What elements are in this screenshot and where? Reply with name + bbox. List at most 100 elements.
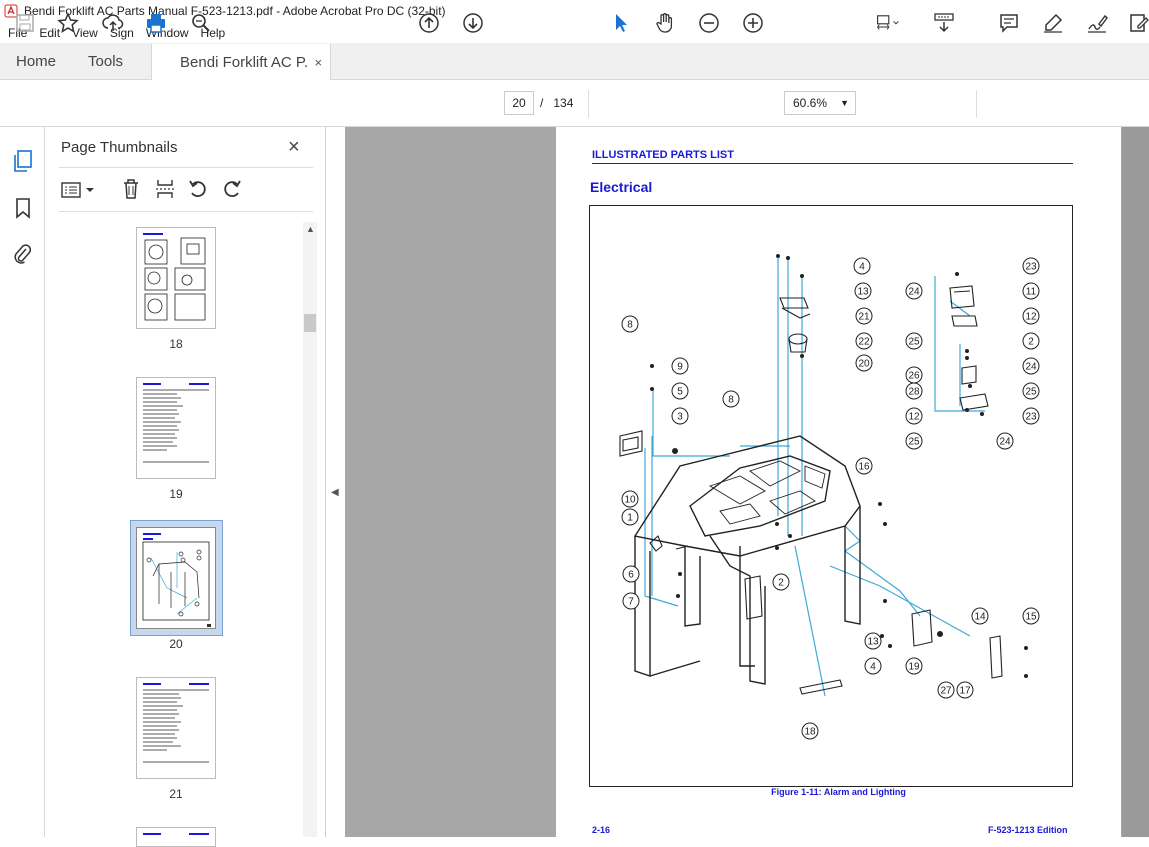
zoom-out-icon[interactable] — [697, 11, 721, 35]
rotate-left-icon[interactable] — [187, 178, 209, 205]
callout-number: 6 — [628, 570, 634, 581]
thumbnail-image — [143, 383, 209, 463]
thumbnails-scrollbar[interactable]: ▲ — [303, 222, 317, 837]
edit-pdf-icon[interactable] — [1127, 11, 1149, 35]
callout-circle — [937, 681, 955, 699]
callout-10: 10 — [621, 490, 639, 508]
callout-13: 13 — [854, 282, 872, 300]
callout-20: 20 — [855, 354, 873, 372]
upload-icon[interactable] — [101, 11, 125, 35]
thumbnail-page-19[interactable] — [136, 377, 216, 479]
page-down-icon[interactable] — [461, 11, 485, 35]
menu-edit[interactable]: Edit — [39, 25, 61, 40]
page-up-icon[interactable] — [417, 11, 441, 35]
close-icon[interactable]: × — [288, 136, 300, 158]
callout-13: 13 — [864, 632, 882, 650]
delete-icon[interactable] — [121, 178, 141, 205]
tab-document[interactable]: Bendi Forklift AC P... × — [151, 44, 332, 80]
callout-27: 27 — [937, 681, 955, 699]
scrollbar-thumb[interactable] — [304, 314, 316, 332]
callout-number: 15 — [1025, 612, 1037, 623]
callout-25: 25 — [905, 432, 923, 450]
page-number-input[interactable]: 20 — [504, 91, 534, 115]
callout-circle — [622, 565, 640, 583]
callout-number: 8 — [627, 320, 633, 331]
options-menu-icon[interactable] — [61, 180, 97, 205]
callout-24: 24 — [996, 432, 1014, 450]
panel-splitter[interactable]: ◀ — [325, 127, 345, 837]
callout-circle — [1022, 332, 1040, 350]
tab-close-icon[interactable]: × — [314, 54, 323, 70]
zoom-in-icon[interactable] — [741, 11, 765, 35]
callout-18: 18 — [801, 722, 819, 740]
tab-tools[interactable]: Tools — [88, 52, 124, 70]
bookmark-icon[interactable] — [14, 197, 32, 224]
comment-icon[interactable] — [997, 11, 1021, 35]
thumbnail-page-20[interactable] — [136, 527, 216, 629]
callout-number: 26 — [908, 371, 920, 382]
sign-icon[interactable] — [1085, 11, 1109, 35]
callout-circle — [621, 490, 639, 508]
callout-circle — [1022, 607, 1040, 625]
toolbar-divider — [588, 90, 589, 118]
document-viewer[interactable]: ILLUSTRATED PARTS LIST Electrical — [345, 127, 1149, 837]
callout-number: 7 — [628, 597, 634, 608]
select-arrow-icon[interactable] — [609, 11, 633, 35]
chevron-down-icon: ▼ — [840, 98, 849, 108]
thumbnail-label: 18 — [169, 337, 183, 351]
callout-24: 24 — [905, 282, 923, 300]
callout-number: 18 — [804, 727, 816, 738]
save-icon[interactable] — [13, 11, 37, 35]
thumbnail-page-next[interactable] — [136, 827, 216, 847]
callout-24: 24 — [1022, 357, 1040, 375]
attachment-icon[interactable] — [12, 241, 32, 270]
callout-circle — [854, 282, 872, 300]
scroll-up-icon[interactable]: ▲ — [306, 224, 315, 234]
tab-home[interactable]: Home — [16, 52, 57, 70]
toolbar-divider — [976, 90, 977, 118]
callout-circle — [722, 390, 740, 408]
highlight-icon[interactable] — [1041, 11, 1065, 35]
menu-view[interactable]: View — [72, 25, 98, 40]
callout-number: 17 — [959, 686, 971, 697]
rotate-right-icon[interactable] — [221, 178, 243, 205]
callout-circle — [621, 315, 639, 333]
extract-pages-icon[interactable] — [154, 178, 176, 205]
menu-sign[interactable]: Sign — [109, 25, 134, 40]
print-icon[interactable] — [144, 11, 168, 35]
title-bar: Bendi Forklift AC Parts Manual F-523-121… — [0, 0, 1149, 22]
tab-bar: Home Tools Bendi Forklift AC P... × — [0, 43, 1149, 80]
callout-circle — [905, 407, 923, 425]
zoom-select[interactable]: 60.6% ▼ — [784, 91, 856, 115]
callout-2: 2 — [772, 573, 790, 591]
scroll-mode-icon[interactable] — [932, 11, 956, 35]
thumbnail-page-21[interactable] — [136, 677, 216, 779]
callout-number: 12 — [908, 412, 920, 423]
menu-file[interactable]: File — [8, 25, 28, 40]
panel-divider — [59, 167, 313, 168]
callout-19: 19 — [905, 657, 923, 675]
callout-25: 25 — [1022, 382, 1040, 400]
callout-12: 12 — [1022, 307, 1040, 325]
star-icon[interactable] — [56, 11, 80, 35]
page-thumbnails-icon[interactable] — [12, 149, 34, 178]
thumbnail-page-18[interactable] — [136, 227, 216, 329]
thumbnail-label: 21 — [169, 787, 183, 801]
menu-bar: File Edit View Sign Window Help — [0, 22, 1149, 43]
callout-circle — [1022, 257, 1040, 275]
callout-circle — [1022, 307, 1040, 325]
collapse-panel-icon[interactable]: ◀ — [331, 487, 339, 498]
hand-icon[interactable] — [653, 11, 677, 35]
callout-circle — [905, 657, 923, 675]
callout-circle — [855, 354, 873, 372]
callout-number: 24 — [999, 437, 1011, 448]
callout-number: 24 — [908, 287, 920, 298]
find-icon[interactable] — [189, 11, 213, 35]
callout-6: 6 — [622, 565, 640, 583]
callout-circle — [971, 607, 989, 625]
main-toolbar — [0, 80, 1149, 127]
page-fit-icon[interactable] — [876, 11, 900, 35]
page-number-footer: 2-16 — [592, 825, 611, 835]
